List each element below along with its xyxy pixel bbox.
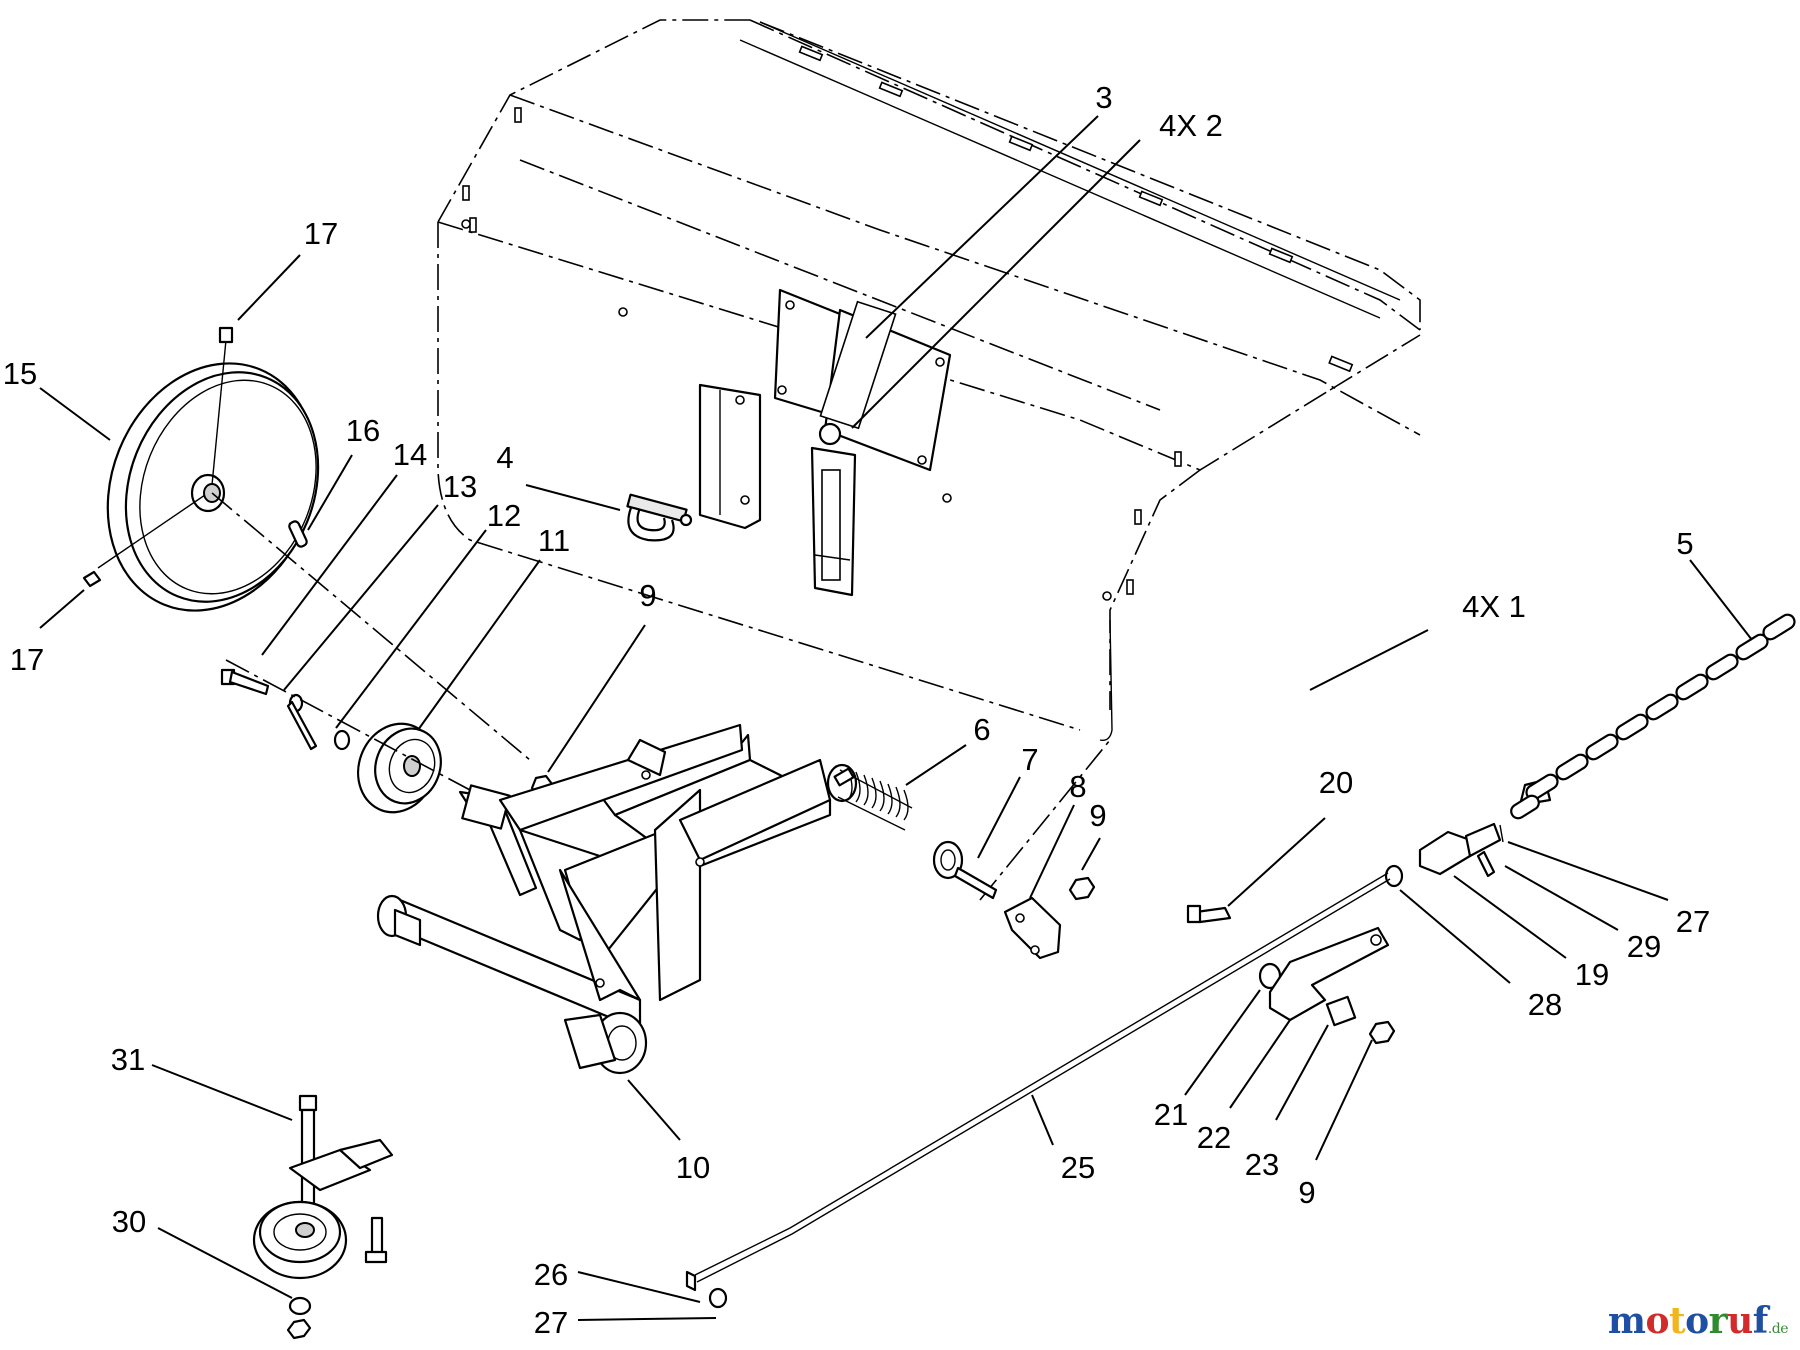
watermark-letter: o <box>1685 1300 1709 1342</box>
idler-stack <box>220 668 554 814</box>
callout-27-rod: 27 <box>534 1305 568 1340</box>
watermark-logo: motoruf <box>1608 1300 1768 1342</box>
callout-9-link: 9 <box>1298 1175 1315 1210</box>
callout-labels: 3 4X 2 17 15 16 14 13 12 11 4 17 9 5 4X … <box>3 80 1710 1340</box>
callout-4x1: 4X 1 <box>1462 589 1526 624</box>
callout-12: 12 <box>487 498 521 533</box>
clevis-assembly <box>1384 822 1504 888</box>
site-watermark: motoruf.de <box>1608 1300 1789 1342</box>
callout-26: 26 <box>534 1257 568 1292</box>
bracket <box>1003 896 1062 960</box>
callout-5: 5 <box>1676 526 1693 561</box>
pivot-frame <box>376 723 832 1075</box>
callout-7: 7 <box>1021 742 1038 777</box>
callout-30: 30 <box>112 1204 146 1239</box>
lower-idler <box>252 1094 394 1340</box>
callout-29: 29 <box>1627 929 1661 964</box>
callout-31: 31 <box>111 1042 145 1077</box>
nut-9b <box>1068 876 1096 901</box>
watermark-letter: m <box>1607 1300 1646 1342</box>
mounting-plate <box>773 288 952 472</box>
callout-4: 4 <box>496 440 513 475</box>
eye-bolt <box>932 840 998 900</box>
callout-23: 23 <box>1245 1147 1279 1182</box>
link-assembly <box>1186 904 1396 1045</box>
callout-17-bottom: 17 <box>10 642 44 677</box>
watermark-suffix: .de <box>1767 1321 1789 1337</box>
callout-28: 28 <box>1528 987 1562 1022</box>
callout-20: 20 <box>1319 765 1353 800</box>
spring-assembly <box>826 763 1096 960</box>
watermark-letter: r <box>1708 1300 1728 1342</box>
watermark-letter: u <box>1727 1300 1753 1342</box>
watermark-letter: o <box>1645 1300 1669 1342</box>
callout-9-spring: 9 <box>1089 798 1106 833</box>
callout-21: 21 <box>1154 1097 1188 1132</box>
callout-13: 13 <box>443 469 477 504</box>
vertical-brackets <box>698 383 857 597</box>
callout-27-chain: 27 <box>1676 904 1710 939</box>
spring <box>826 763 913 831</box>
callout-6: 6 <box>973 712 990 747</box>
callout-17-top: 17 <box>304 216 338 251</box>
callout-9-pulley: 9 <box>639 578 656 613</box>
callout-15: 15 <box>3 356 37 391</box>
callout-14: 14 <box>393 437 427 472</box>
callout-16: 16 <box>346 413 380 448</box>
leader-lines <box>39 115 1753 1321</box>
callout-10: 10 <box>676 1150 710 1185</box>
callout-3: 3 <box>1095 80 1112 115</box>
u-bolt-shackle <box>626 493 693 542</box>
callout-11: 11 <box>538 523 570 558</box>
watermark-letter: f <box>1752 1300 1769 1342</box>
hopper-body <box>437 19 1421 741</box>
control-rod <box>685 872 1391 1309</box>
callout-4x2: 4X 2 <box>1159 108 1223 143</box>
callout-19: 19 <box>1575 957 1609 992</box>
watermark-letter: t <box>1668 1300 1686 1342</box>
chain <box>1510 613 1796 820</box>
callout-25: 25 <box>1061 1150 1095 1185</box>
key <box>288 520 308 548</box>
large-pulley <box>82 326 320 612</box>
callout-8: 8 <box>1069 769 1086 804</box>
callout-22: 22 <box>1197 1120 1231 1155</box>
axis-lines <box>211 492 1111 901</box>
